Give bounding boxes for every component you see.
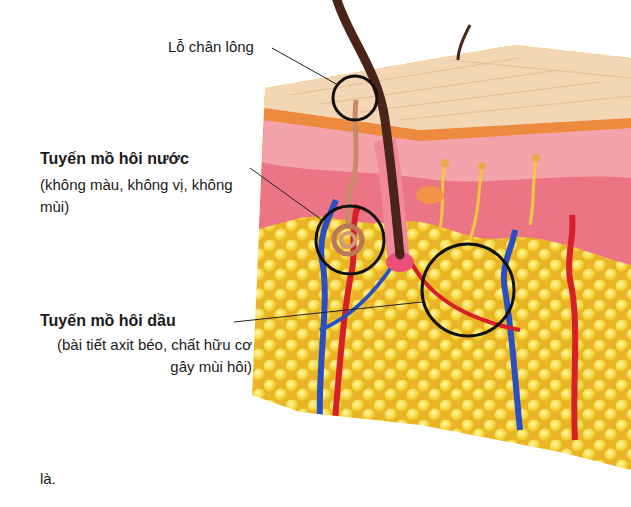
part-label: Tuyến mồ hôi dầu <box>40 310 250 332</box>
note-text: là. <box>40 468 140 490</box>
part-note: (bài tiết axit béo, chất hữu cơ gây mùi … <box>36 334 252 378</box>
part-label: Lỗ chân lông <box>168 36 278 58</box>
part-label: Tuyến mồ hôi nước <box>40 148 250 170</box>
part-note: (không màu, không vị, không mùi) <box>40 174 250 218</box>
